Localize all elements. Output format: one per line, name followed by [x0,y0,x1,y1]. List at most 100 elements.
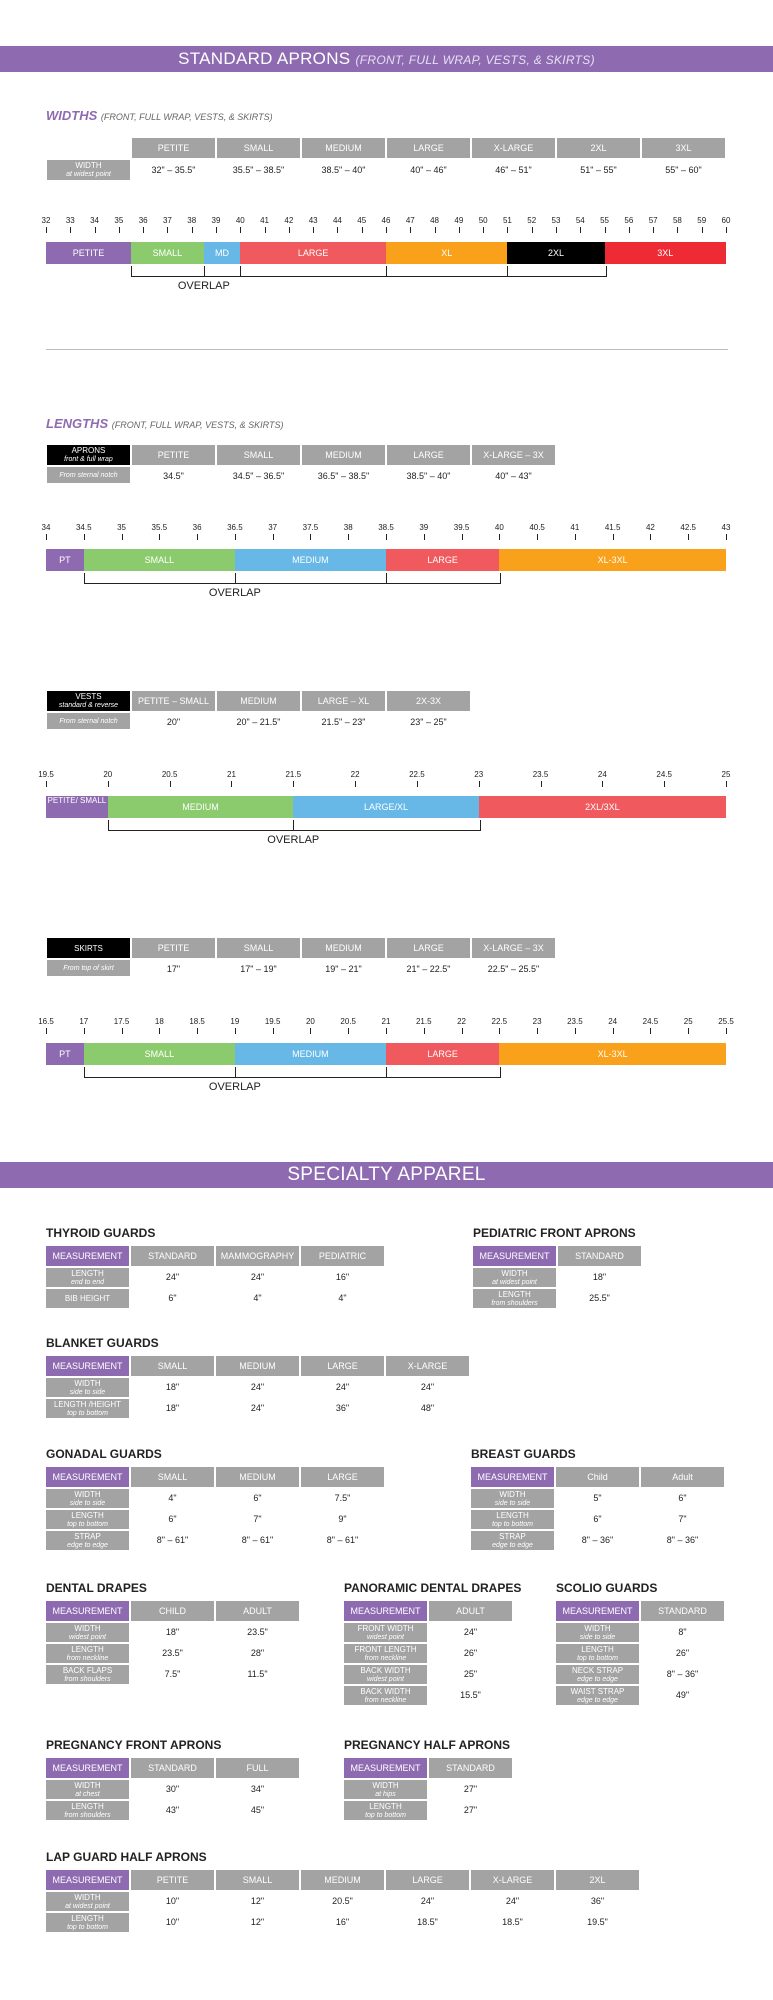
tick-label: 36 [138,216,148,225]
lapguard-header: LARGE [386,1870,469,1890]
breast-header: Child [556,1467,639,1487]
overlap-divider [386,573,387,583]
pregfront-row-label-sub: at chest [75,1790,100,1798]
tick-mark [121,534,123,540]
tick-mark [386,227,387,233]
scolio-value: 8" [678,1627,687,1637]
width-value: 35.5" – 38.5" [232,165,285,175]
preghalf-title: PREGNANCY HALF APRONS [344,1738,511,1752]
size-header: X-LARGE [472,138,555,158]
tick-label: 19.5 [264,1017,281,1026]
panoramic-value: 26" [463,1648,478,1658]
tick-label: 51 [502,216,512,225]
panoramic-row-label-text: BACK WIDTH [360,1665,411,1675]
tick-mark [628,227,630,233]
tick-label: 18 [154,1017,164,1026]
gonadal-header: SMALL [131,1467,214,1487]
tick-label: 21.5 [415,1017,432,1026]
tick-label: 22 [457,1017,466,1026]
breast-value: 8" – 36" [581,1535,614,1545]
pregfront-value: 45" [250,1805,265,1815]
tick-label: 22 [350,770,360,779]
breast-value: 6" [593,1514,602,1524]
tick-mark [483,227,485,233]
pediatric-row-label-sub: from shoulders [491,1299,538,1307]
pediatric-row-label-text: LENGTH [498,1289,531,1299]
tick-mark [650,534,652,540]
tick-label: 52 [527,216,537,225]
tick-mark [46,534,47,540]
dental-value: 11.5" [247,1669,268,1679]
panoramic-row-label-sub: widest point [367,1633,404,1641]
tick-label: 35 [117,523,126,532]
tick-label: 20.5 [340,1017,356,1026]
widths-title-text: WIDTHS [46,108,98,123]
gonadal-value: 7" [253,1514,262,1524]
thyroid-header: MEASUREMENT [46,1246,129,1266]
dental-value: 23.5" [247,1627,268,1637]
tick-mark [234,534,236,540]
preghalf-header: MEASUREMENT [344,1758,427,1778]
tick-label: 50 [478,216,488,225]
preghalf-row-label-text: WIDTH [372,1780,399,1790]
length-value: 20" [166,717,181,727]
gonadal-value: 8" – 61" [241,1535,274,1545]
tick-mark [197,1028,199,1034]
tick-mark [650,1028,652,1034]
tick-mark [310,534,312,540]
aprons-label-sub: front & full wrap [64,456,113,463]
tick-label: 54 [575,216,585,225]
blanket-row-label-sub: side to side [69,1388,106,1396]
tick-label: 24 [597,770,607,779]
tick-mark [83,534,85,540]
overlap-divider [386,266,387,276]
overlap-divider [507,266,509,276]
tick-mark [240,227,242,233]
pregfront-value: 43" [165,1805,180,1815]
length-value: 21.5" – 23" [321,717,366,727]
pediatric-row-label-text: WIDTH [501,1268,528,1278]
tick-mark [461,1028,463,1034]
tick-mark [416,781,418,787]
tick-mark [143,227,145,233]
blanket-value: 36" [335,1403,350,1413]
lengths-subtitle: (FRONT, FULL WRAP, VESTS, & SKIRTS) [111,420,284,430]
tick-label: 35.5 [151,523,168,532]
tick-mark [348,534,350,540]
tick-mark [507,227,509,233]
scolio-row-label-text: NECK STRAP [571,1665,624,1675]
breast-row-label-sub: top to bottom [492,1520,533,1528]
size-header: PETITE [132,938,215,958]
length-value: 34.5" [163,471,184,481]
scolio-row-label-text: WIDTH [584,1623,611,1633]
tick-label: 24.5 [656,770,672,779]
size-header: SMALL [217,445,300,465]
preghalf-row-label-sub: at hips [375,1790,396,1798]
tick-label: 23.5 [567,1017,583,1026]
size-header: MEDIUM [302,445,385,465]
tick-label: 34 [41,523,51,532]
vests-label-sub: standard & reverse [58,702,119,709]
breast-value: 5" [593,1493,602,1503]
dental-header: MEASUREMENT [46,1601,129,1621]
tick-label: 20 [103,770,113,779]
gonadal-title: GONADAL GUARDS [46,1447,162,1461]
preghalf-row-label-text: LENGTH [369,1801,402,1811]
tick-label: 22.5 [491,1017,508,1026]
dental-row-label-text: LENGTH [71,1644,104,1654]
thyroid-value: 4" [338,1293,347,1303]
aprons-label: APRONS [71,446,106,455]
measure-row-label: From sternal notch [47,713,130,729]
tick-label: 16.5 [38,1017,54,1026]
tick-mark [234,1028,236,1034]
